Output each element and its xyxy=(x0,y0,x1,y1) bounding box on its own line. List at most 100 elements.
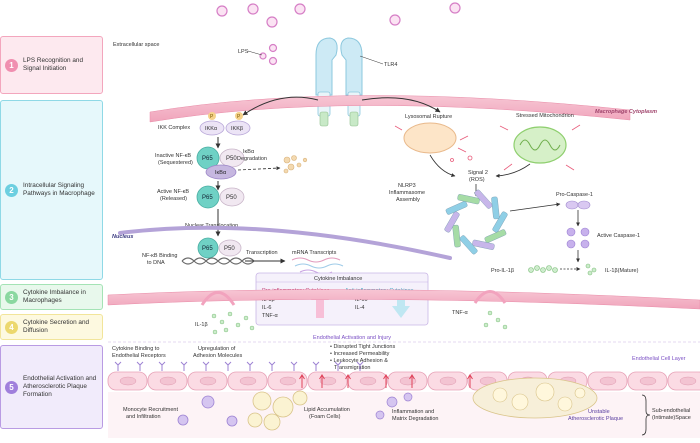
endothelial-activation-title: Endothelial Activation and Injury xyxy=(313,335,391,341)
inflammasome-subunit xyxy=(452,224,461,248)
subendothelial-space xyxy=(108,392,700,438)
cytokine-binding-label-2: Endothelial Receptors xyxy=(112,353,166,359)
upregulation-arrow xyxy=(299,374,305,388)
pro-il1b-label: Pro-IL-1β xyxy=(491,268,514,274)
secreted-cytokine-dot xyxy=(212,329,218,335)
ikk-complex-label: IKK Complex xyxy=(158,125,190,131)
adhesion-receptor xyxy=(246,361,254,371)
cytokine-binding-label-1: Cytokine Binding to xyxy=(112,346,159,352)
active-caspase xyxy=(566,227,590,249)
bullet-permeability: • Increased Permeability xyxy=(330,351,390,357)
secreted-cytokine-dot xyxy=(235,322,241,328)
secreted-cytokine-dot xyxy=(495,317,501,323)
ikba-degradation-label-2: Degradation xyxy=(237,156,267,162)
ikka-label: IKKα xyxy=(205,126,218,132)
anti-down-arrow xyxy=(392,290,410,318)
upregulation-label-1: Upregulation of xyxy=(198,346,236,352)
endothelial-nucleus xyxy=(599,376,617,386)
il1b-secreted-label: IL-1β xyxy=(195,322,208,328)
stage-3-number: 3 xyxy=(5,290,18,304)
inflammasome-subunit xyxy=(484,229,507,243)
secreted-cytokine-dot xyxy=(227,311,233,317)
endothelial-nucleus xyxy=(679,376,697,386)
macrophage-cytoplasm-label: Macrophage Cytoplasm xyxy=(595,109,657,115)
p50-active xyxy=(219,187,245,207)
endothelial-nucleus xyxy=(639,376,657,386)
secreted-cytokine-dot xyxy=(483,322,489,328)
degraded-fragments xyxy=(283,155,308,174)
tlr4-label: TLR4 xyxy=(384,62,397,68)
inflammasome-subunit xyxy=(472,239,495,250)
nuclear-envelope xyxy=(118,225,452,260)
p65-text-1: P65 xyxy=(202,156,213,162)
il1b-mature-label: IL-1β(Mature) xyxy=(605,268,639,274)
inflammasome-subunit xyxy=(492,211,508,233)
adhesion-receptor xyxy=(268,361,276,371)
secreted-cytokine-dot xyxy=(211,313,217,319)
adhesion-receptor xyxy=(334,361,342,371)
lysosome-burst xyxy=(394,125,473,162)
tlr4-receptor xyxy=(315,37,363,127)
anti-il10-item: IL-10 xyxy=(355,297,368,303)
adhesion-receptor xyxy=(356,361,364,371)
inflammasome-subunit xyxy=(474,189,493,209)
inflammasome-subunit xyxy=(491,196,500,220)
adhesion-receptor xyxy=(312,361,320,371)
phospho-p-1: P xyxy=(210,114,214,120)
active-nfkb-label: Active NF-κB xyxy=(157,189,189,195)
ikk-complex: P P xyxy=(199,112,251,136)
stage-5-label: Endothelial Activation and Atherosclerot… xyxy=(23,375,97,398)
adhesion-receptor xyxy=(224,361,232,371)
signal2-label-1: Signal 2 xyxy=(468,170,488,176)
inflammation-matrix-label-1: Inflammation and xyxy=(392,409,434,415)
secreted-cytokine-dot xyxy=(502,324,508,330)
ikba-degradation-label-1: IκBα xyxy=(243,149,255,155)
ikba-inhibitor xyxy=(205,164,237,180)
inflammasome-subunit xyxy=(457,194,480,205)
active-caspase-label: Active Caspase-1 xyxy=(597,233,640,239)
upregulation-arrow xyxy=(409,374,415,388)
stage-5-number: 5 xyxy=(5,380,18,394)
p50-text-3: P50 xyxy=(224,246,235,252)
ros-burst xyxy=(499,124,581,171)
stage-3-label: Cytokine Imbalance in Macrophages xyxy=(23,289,86,304)
stressed-mitochondrion-label: Stressed Mitochondrion xyxy=(516,113,574,119)
secreted-cytokine-dot xyxy=(223,327,229,333)
endothelial-nucleus xyxy=(199,376,217,386)
p50-text-2: P50 xyxy=(226,195,237,201)
mrna-label: mRNA Transcripts xyxy=(292,250,337,256)
ikkb-label: IKKβ xyxy=(231,126,243,132)
lps-label: LPS xyxy=(238,49,249,55)
stage-4-box: 4 Cytokine Secretion and Diffusion xyxy=(0,314,103,340)
pro-caspase-label: Pro-Caspase-1 xyxy=(556,192,593,198)
stage-4-label: Cytokine Secretion and Diffusion xyxy=(23,319,90,334)
stage-2-number: 2 xyxy=(5,183,18,197)
bullet-transmigration: Transmigration xyxy=(334,365,370,371)
adhesion-receptor xyxy=(158,361,166,371)
adhesion-receptor xyxy=(202,361,210,371)
anti-il4-item: IL-4 xyxy=(355,305,364,311)
secreted-cytokine-dot xyxy=(219,319,225,325)
monocyte-label-1: Monocyte Recruitment xyxy=(123,407,178,413)
unstable-plaque-label-1: Unstable xyxy=(588,409,610,415)
inflammatory-cells xyxy=(375,392,413,420)
nlrp3-inflammasome xyxy=(444,189,508,255)
upregulation-arrow xyxy=(319,374,325,388)
secreted-cytokine-dot xyxy=(487,310,493,316)
inflammasome-subunit xyxy=(444,211,460,233)
unstable-plaque-label-2: Atherosclerotic Plaque xyxy=(568,416,623,422)
endothelial-nucleus xyxy=(119,376,137,386)
lipid-label-1: Lipid Accumulation xyxy=(304,407,350,413)
subendothelial-brace xyxy=(641,394,651,436)
nlrp3-label-3: Assembly xyxy=(396,197,420,203)
cytokine-imbalance-title: Cytokine Imbalance xyxy=(314,276,362,282)
nfkb-binding-label-1: NF-κB Binding xyxy=(142,253,177,259)
p65-active xyxy=(196,185,220,209)
foam-cells xyxy=(247,390,308,431)
upregulation-arrow xyxy=(467,374,473,388)
pro-il1b-chain xyxy=(528,265,558,273)
endothelial-nucleus xyxy=(359,376,377,386)
upregulation-arrow xyxy=(383,374,389,388)
p65-text-3: P65 xyxy=(202,246,213,252)
